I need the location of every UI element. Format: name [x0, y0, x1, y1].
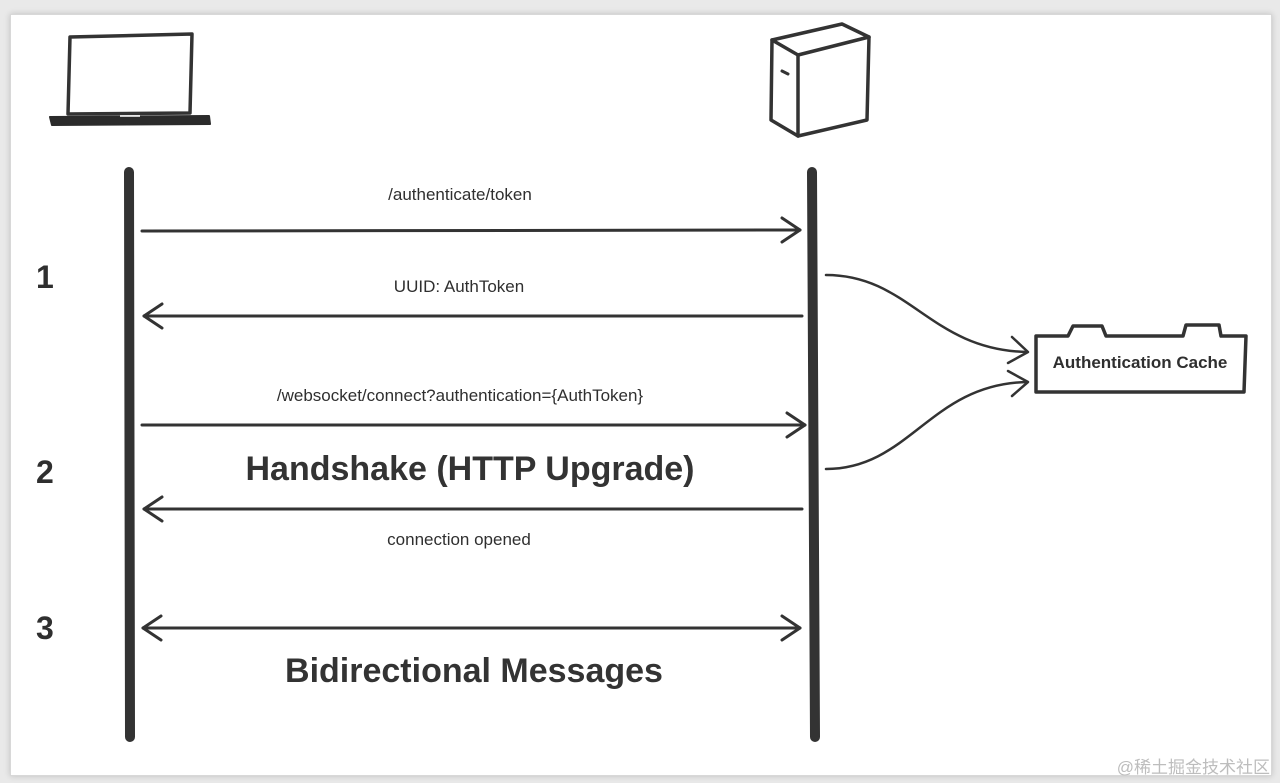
client-lifeline — [124, 167, 135, 742]
arrow-ws-connect — [140, 411, 807, 439]
cache-connector-bottom — [824, 369, 1030, 471]
step-number-1: 1 — [36, 259, 54, 295]
label-handshake: Handshake (HTTP Upgrade) — [245, 450, 694, 488]
label-auth-request: /authenticate/token — [388, 185, 532, 204]
arrow-auth-request — [140, 216, 802, 244]
arrow-ws-opened — [142, 495, 804, 523]
diagram-frame — [10, 14, 1272, 776]
label-bidirectional: Bidirectional Messages — [285, 652, 663, 690]
authentication-cache: Authentication Cache — [1034, 323, 1248, 394]
folder-icon — [1034, 323, 1248, 394]
laptop-icon — [49, 32, 211, 126]
label-ws-opened: connection opened — [387, 530, 531, 549]
watermark: @稀土掘金技术社区 — [1117, 758, 1270, 777]
server-lifeline — [807, 167, 820, 742]
step-number-2: 2 — [36, 454, 54, 490]
arrow-bidirectional — [141, 614, 802, 642]
arrow-auth-response — [142, 302, 804, 330]
server-tower-icon — [769, 22, 871, 138]
step-number-3: 3 — [36, 610, 54, 646]
label-ws-connect: /websocket/connect?authentication={AuthT… — [277, 386, 644, 405]
cache-connector-top — [824, 273, 1030, 365]
label-auth-response: UUID: AuthToken — [394, 277, 524, 296]
cache-label: Authentication Cache — [1053, 353, 1228, 372]
